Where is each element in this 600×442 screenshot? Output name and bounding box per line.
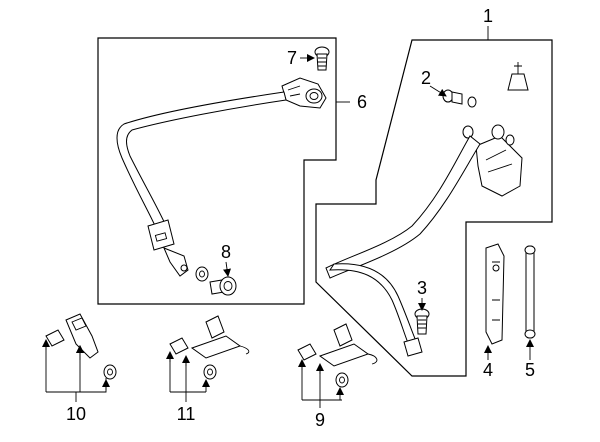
rear-belt-retractor-bolt (314, 46, 330, 71)
rear-belt-anchor-bolt (195, 266, 237, 296)
callout-4: 4 (483, 360, 493, 380)
callout-2: 2 (421, 68, 431, 88)
front-belt-outline-box (315, 39, 553, 377)
front-belt-webbing (325, 135, 481, 279)
rear-belt-group (97, 37, 337, 305)
rear-belt-webbing (116, 91, 287, 229)
front-belt-upper-bolt (442, 89, 477, 108)
front-belt-pin-fastener (507, 62, 529, 91)
callout-7: 7 (287, 48, 297, 68)
callout-11: 11 (177, 404, 196, 424)
front-belt-anchor-bolt (414, 308, 430, 335)
leader-line-11 (169, 352, 206, 393)
leader-lines (42, 26, 534, 408)
belt-guide-bracket (485, 243, 505, 345)
leader-line-10 (45, 340, 107, 393)
callout-3: 3 (417, 278, 427, 298)
leader-line-2 (429, 85, 447, 97)
rear-belt-tongue (147, 219, 189, 277)
callout-6: 6 (357, 92, 367, 112)
belt-height-adjuster-rail (524, 245, 536, 339)
buckle-assembly-11 (169, 315, 250, 380)
rear-belt-retractor (281, 77, 327, 109)
front-belt-retractor (462, 124, 523, 197)
callout-5: 5 (525, 360, 535, 380)
callout-labels: 1 2 3 4 5 6 7 8 9 10 11 (66, 6, 535, 430)
front-belt-group (315, 39, 553, 377)
callout-10: 10 (66, 404, 86, 424)
callout-9: 9 (315, 410, 325, 430)
buckle-assembly-9 (297, 323, 378, 388)
callout-8: 8 (221, 242, 231, 262)
buckle-assembly-10 (45, 313, 117, 380)
leader-line-8 (223, 261, 231, 277)
rear-belt-outline-box (97, 37, 337, 305)
callout-1: 1 (483, 6, 493, 26)
